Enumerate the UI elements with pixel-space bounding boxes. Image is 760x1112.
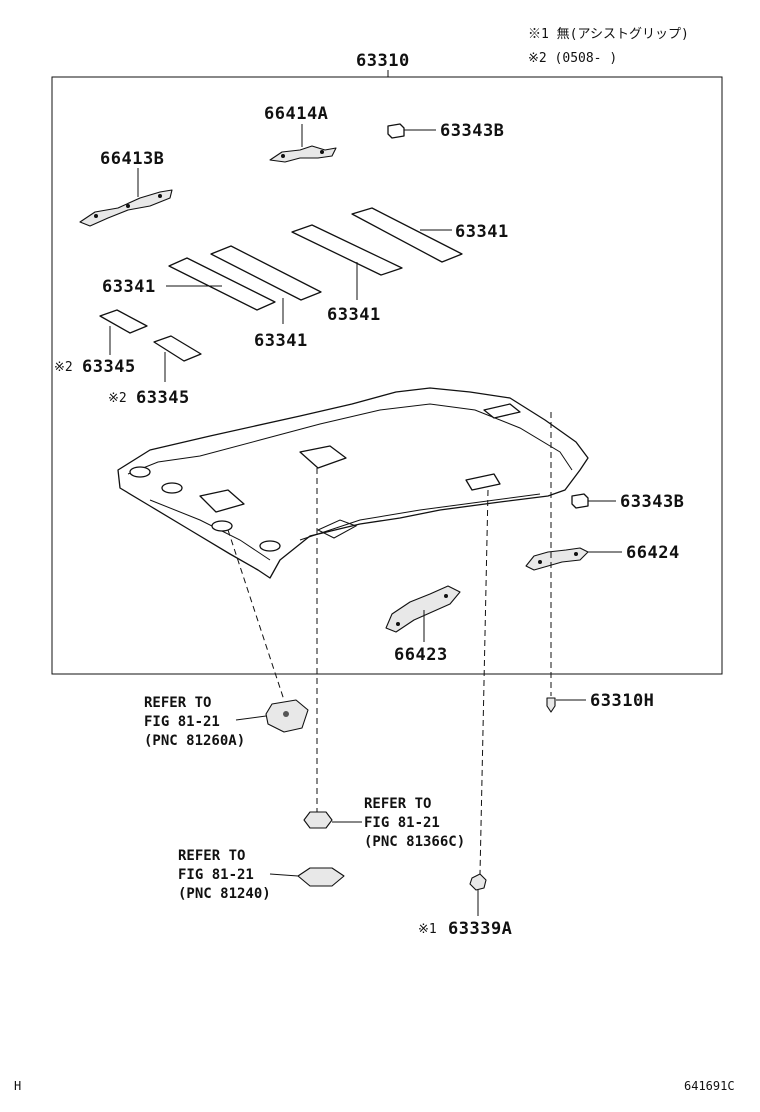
ref3-line2: FIG 81-21 <box>178 867 254 883</box>
leader-ref3 <box>269 873 299 877</box>
dome-lamp-opening <box>299 445 347 469</box>
mark2-b: ※2 <box>108 391 127 406</box>
footer-left: H <box>14 1079 21 1093</box>
bracket-66423[interactable] <box>385 585 461 633</box>
label-63341-left[interactable]: 63341 <box>102 277 156 297</box>
bracket-66414A[interactable] <box>269 145 337 163</box>
label-63341-mid[interactable]: 63341 <box>254 331 308 351</box>
clip-63339A[interactable] <box>469 873 487 891</box>
headliner-panel[interactable] <box>117 387 589 579</box>
ref2-line3: (PNC 81366C) <box>364 834 465 850</box>
map-lamp-opening <box>199 489 245 513</box>
label-63343B-right[interactable]: 63343B <box>620 492 684 512</box>
label-66413B[interactable]: 66413B <box>100 149 164 169</box>
map-lamp-81260A[interactable] <box>265 699 309 733</box>
clip-63310H[interactable] <box>546 697 556 713</box>
pad-63341-left[interactable] <box>168 257 276 311</box>
label-66414A[interactable]: 66414A <box>264 104 328 124</box>
dome-lamp-81366C[interactable] <box>303 811 333 829</box>
clip-63343B-top[interactable] <box>387 123 405 139</box>
ref2-line2: FIG 81-21 <box>364 815 440 831</box>
rear-lamp-opening <box>465 473 501 491</box>
clip-63343B-right[interactable] <box>571 493 589 509</box>
assembly-frame <box>51 76 723 675</box>
mark2-a: ※2 <box>54 360 73 375</box>
label-63310H[interactable]: 63310H <box>590 691 654 711</box>
dash-63339A <box>479 489 489 875</box>
ref1-line1: REFER TO <box>144 695 211 711</box>
label-63310[interactable]: 63310 <box>356 51 410 71</box>
pad-63345-a[interactable] <box>99 309 148 334</box>
label-63341-right[interactable]: 63341 <box>455 222 509 242</box>
note-1: ※1 無(アシストグリップ) <box>528 27 689 42</box>
ref1-line3: (PNC 81260A) <box>144 733 245 749</box>
room-lamp-81240[interactable] <box>297 867 345 887</box>
ref3-line3: (PNC 81240) <box>178 886 271 902</box>
label-63345-b[interactable]: 63345 <box>136 388 190 408</box>
label-66423[interactable]: 66423 <box>394 645 448 665</box>
rear-opening <box>483 403 521 419</box>
pad-63341-right[interactable] <box>351 207 463 263</box>
label-63341-center[interactable]: 63341 <box>327 305 381 325</box>
label-63343B-top[interactable]: 63343B <box>440 121 504 141</box>
leader-ref1 <box>235 715 267 721</box>
ref1-line2: FIG 81-21 <box>144 714 220 730</box>
bracket-66413B[interactable] <box>79 189 173 227</box>
mark1: ※1 <box>418 922 437 937</box>
ref2-line1: REFER TO <box>364 796 431 812</box>
footer-right: 641691C <box>684 1079 735 1093</box>
label-66424[interactable]: 66424 <box>626 543 680 563</box>
note-2: ※2 (0508- ) <box>528 51 617 66</box>
pad-63341-mid[interactable] <box>210 245 322 301</box>
label-63345-a[interactable]: 63345 <box>82 357 136 377</box>
bracket-66424[interactable] <box>525 547 589 571</box>
pad-63341-center[interactable] <box>291 224 403 276</box>
label-63339A[interactable]: 63339A <box>448 919 512 939</box>
pad-63345-b[interactable] <box>153 335 202 362</box>
ref3-line1: REFER TO <box>178 848 245 864</box>
